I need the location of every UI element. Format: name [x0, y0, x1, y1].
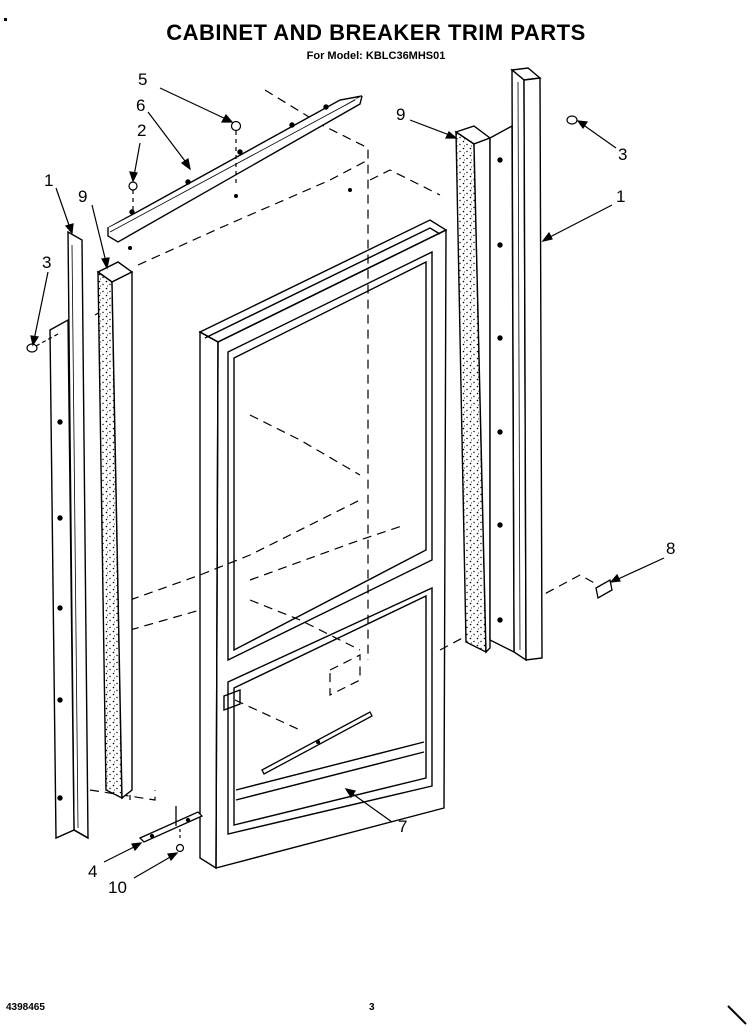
callout-8: 8: [666, 539, 675, 558]
callout-1-left: 1: [44, 171, 53, 190]
left-foam-strip-9: [96, 261, 134, 800]
retainer-bracket-4: [138, 711, 373, 843]
callout-7: 7: [398, 817, 407, 836]
part-number: 4398465: [6, 1002, 45, 1013]
page-number: 3: [369, 1002, 375, 1013]
callout-9-right: 9: [396, 105, 405, 124]
leader-lines: [30, 87, 665, 879]
callout-3-left: 3: [42, 253, 51, 272]
callout-6: 6: [136, 96, 145, 115]
callout-10: 10: [108, 878, 127, 897]
left-side-trim-1: [49, 230, 89, 840]
screw-3-left: [26, 333, 59, 353]
screw-5: [230, 120, 242, 185]
screw-2: [128, 181, 138, 214]
screw-10: [175, 828, 185, 853]
corner-mark-bottom: [727, 1005, 747, 1025]
model-subtitle: For Model: KBLC36MHS01: [306, 50, 446, 62]
right-side-trim-1: [489, 67, 543, 662]
callout-2: 2: [137, 121, 146, 140]
right-foam-strip-9: [454, 125, 492, 654]
cabinet-screw-holes: [128, 188, 352, 250]
callout-5: 5: [138, 70, 147, 89]
plate-8: [595, 578, 613, 600]
breaker-trim-frame-7: [198, 219, 448, 870]
callout-1-right: 1: [616, 187, 625, 206]
page-title: CABINET AND BREAKER TRIM PARTS: [166, 20, 586, 45]
corner-mark: [4, 18, 7, 21]
callout-9-left: 9: [78, 187, 87, 206]
callout-3-right: 3: [618, 145, 627, 164]
top-trim-6: [106, 95, 363, 243]
screw-3-right: [566, 115, 578, 125]
callout-4: 4: [88, 862, 97, 881]
